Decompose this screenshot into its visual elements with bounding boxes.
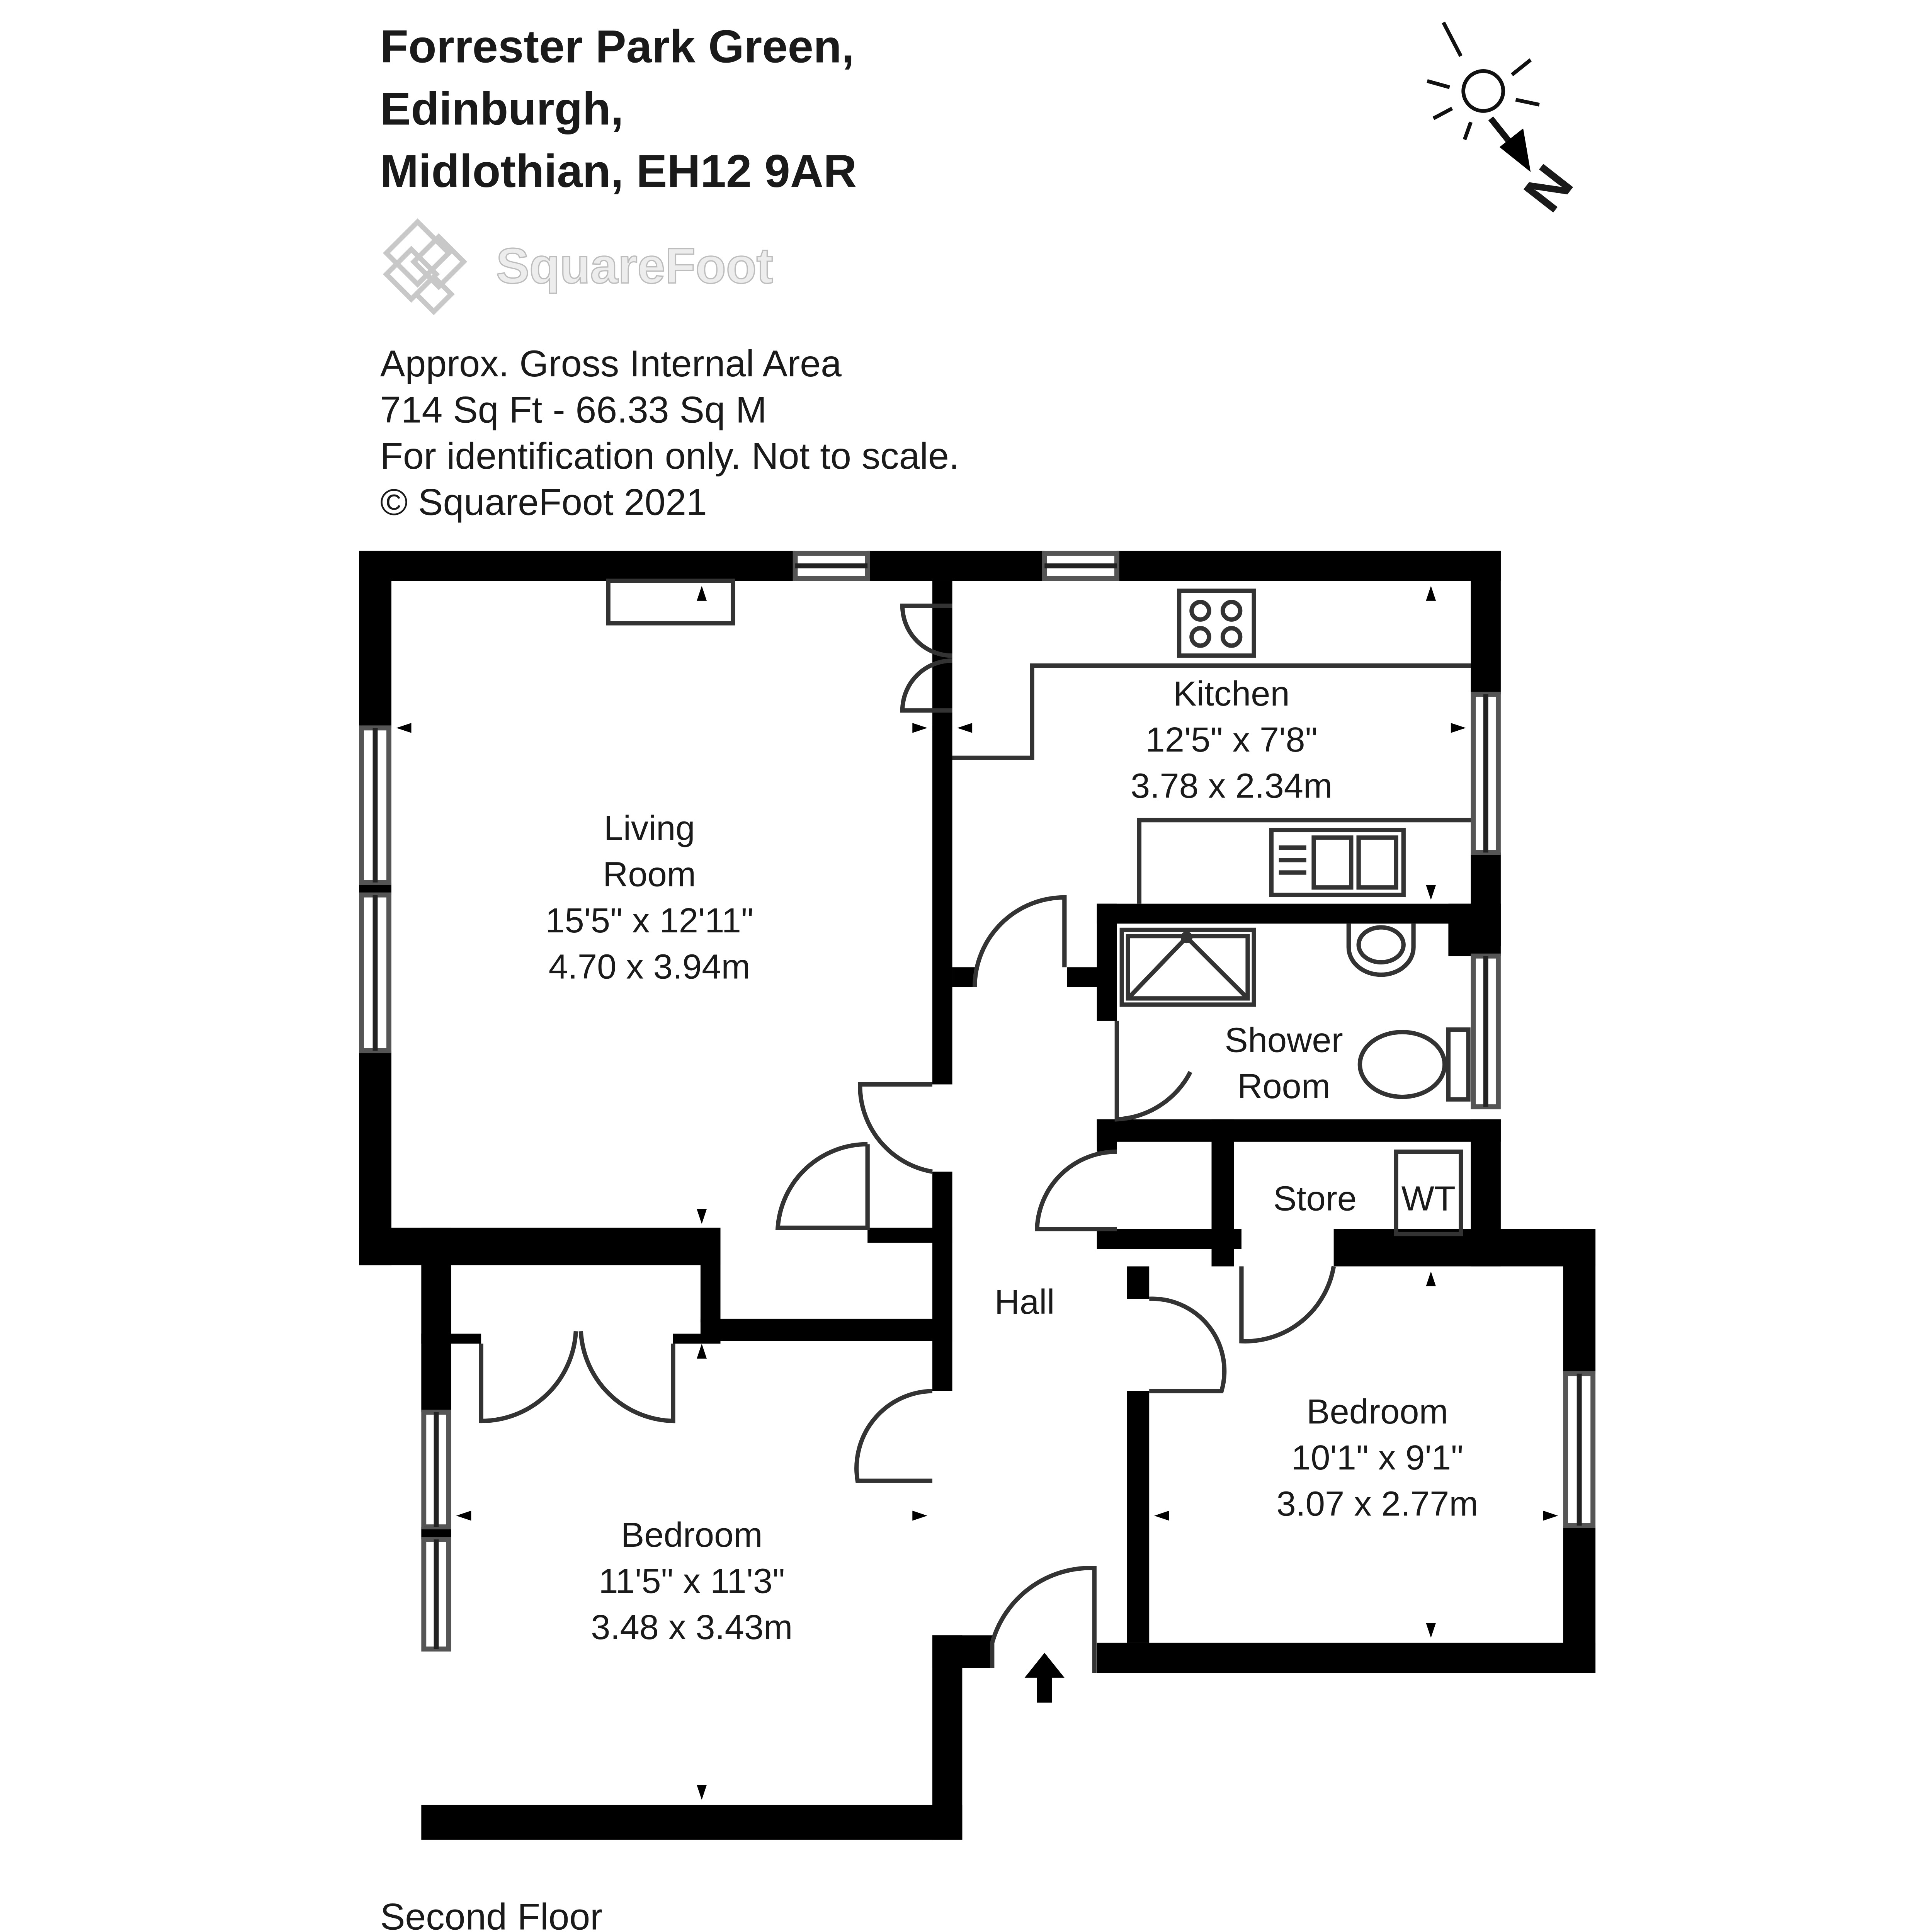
svg-text:Kitchen: Kitchen — [1173, 674, 1289, 713]
svg-text:11'5" x 11'3": 11'5" x 11'3" — [599, 1562, 785, 1601]
svg-text:Living: Living — [604, 809, 695, 848]
doors — [479, 604, 1336, 1673]
shower-tray-icon — [1119, 927, 1256, 1007]
disclaimer: For identification only. Not to scale. — [380, 435, 959, 477]
windows — [359, 551, 1596, 1652]
kitchen-worktop — [952, 663, 1471, 904]
address-line-2: Edinburgh, — [380, 83, 624, 135]
bedroom-right-label: Bedroom 10'1" x 9'1" 3.07 x 2.77m — [1276, 1392, 1478, 1524]
floor-label: Second Floor — [380, 1896, 603, 1932]
svg-text:3.07 x 2.77m: 3.07 x 2.77m — [1276, 1485, 1478, 1524]
sun-compass-icon — [1427, 21, 1540, 146]
toilet-icon — [1357, 1027, 1471, 1102]
bedroom-left-label: Bedroom 11'5" x 11'3" 3.48 x 3.43m — [591, 1515, 793, 1647]
address-line-1: Forrester Park Green, — [380, 21, 854, 72]
svg-text:3.78 x 2.34m: 3.78 x 2.34m — [1131, 767, 1332, 806]
walls — [359, 551, 1596, 1840]
svg-text:Bedroom: Bedroom — [1306, 1392, 1448, 1431]
svg-text:12'5" x 7'8": 12'5" x 7'8" — [1146, 720, 1318, 759]
svg-text:3.48 x 3.43m: 3.48 x 3.43m — [591, 1608, 793, 1647]
entrance-arrow-icon — [1024, 1653, 1065, 1703]
north-arrow-icon — [1499, 128, 1531, 172]
squarefoot-watermark: SquareFoot — [496, 238, 773, 294]
svg-text:Room: Room — [603, 855, 696, 894]
svg-text:4.70 x 3.94m: 4.70 x 3.94m — [549, 947, 750, 986]
svg-text:Shower: Shower — [1225, 1021, 1343, 1060]
copyright: © SquareFoot 2021 — [380, 481, 707, 523]
sink-icon — [1269, 828, 1406, 897]
svg-text:10'1" x 9'1": 10'1" x 9'1" — [1291, 1438, 1463, 1477]
area-value: 714 Sq Ft - 66.33 Sq M — [380, 389, 767, 431]
kitchen-label: Kitchen 12'5" x 7'8" 3.78 x 2.34m — [1131, 674, 1332, 806]
shower-room-label: Shower Room — [1225, 1021, 1343, 1106]
store-label: Store — [1273, 1179, 1357, 1218]
svg-text:Room: Room — [1237, 1067, 1330, 1106]
water-tank-label: WT — [1401, 1179, 1456, 1218]
hall-label: Hall — [995, 1282, 1055, 1321]
living-room-label: Living Room 15'5" x 12'11" 4.70 x 3.94m — [545, 809, 753, 986]
squarefoot-logo-icon — [383, 218, 468, 315]
svg-text:Bedroom: Bedroom — [621, 1515, 762, 1554]
area-caption: Approx. Gross Internal Area — [380, 342, 842, 384]
address-line-3: Midlothian, EH12 9AR — [380, 146, 857, 197]
svg-text:15'5" x 12'11": 15'5" x 12'11" — [545, 901, 753, 940]
hob-icon — [1177, 588, 1256, 658]
washbasin-icon — [1346, 923, 1416, 977]
dimension-markers — [396, 586, 1558, 1800]
fireplace — [606, 578, 735, 626]
water-tank-icon — [1394, 1150, 1463, 1236]
